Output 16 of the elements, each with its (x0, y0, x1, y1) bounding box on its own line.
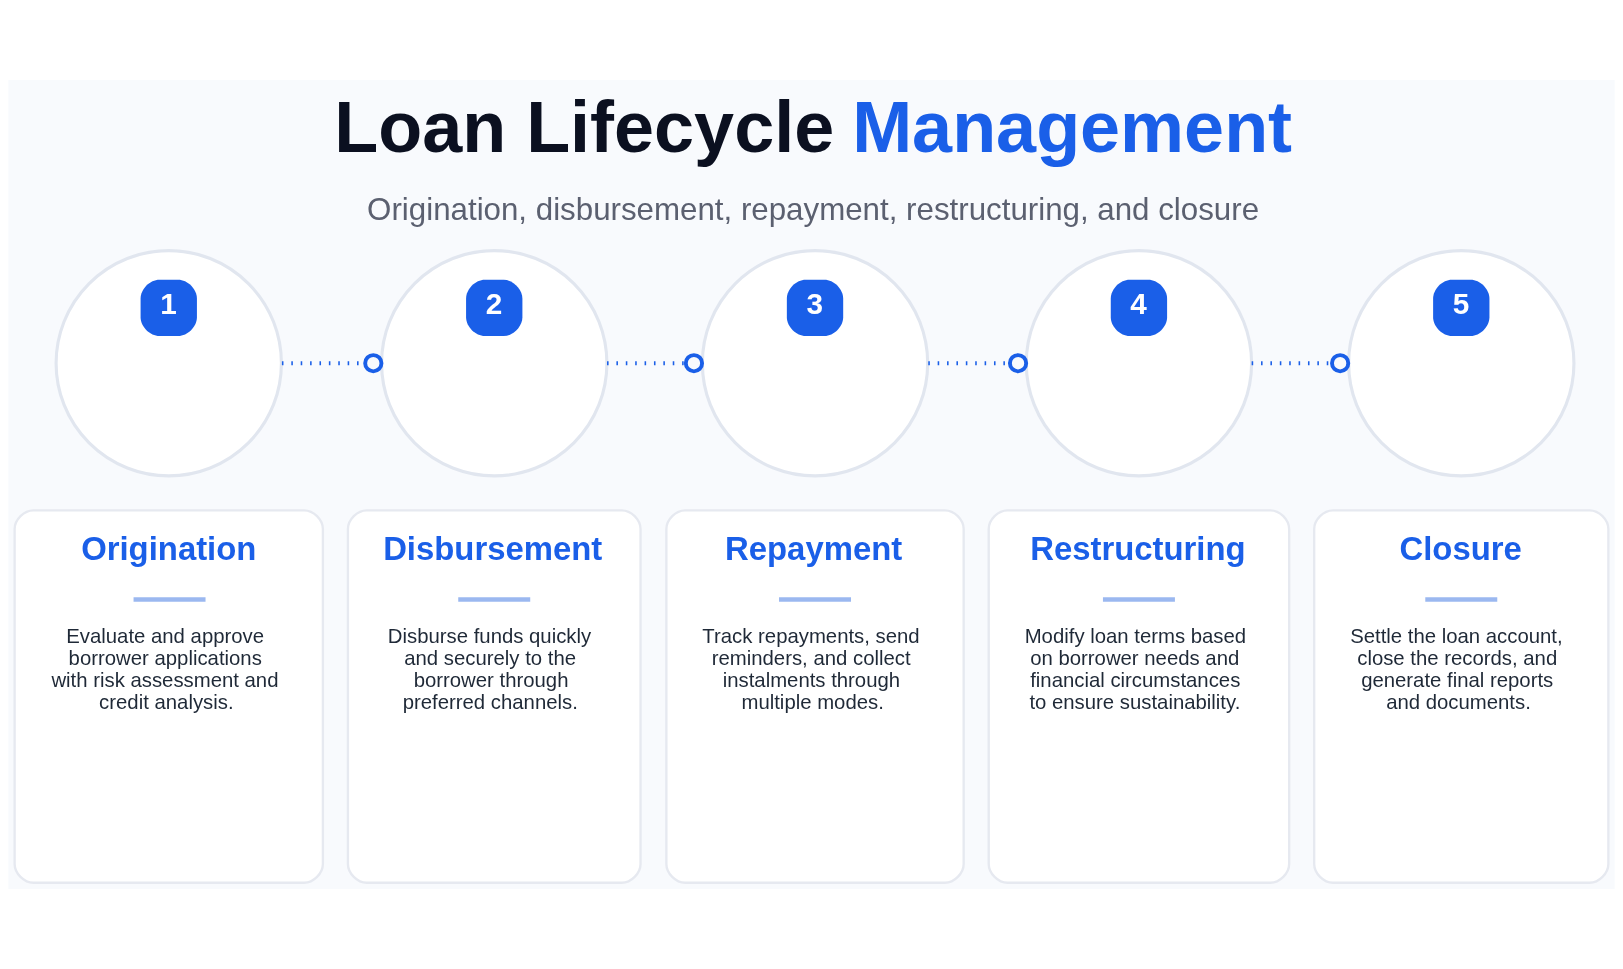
node-circle: 3 (700, 249, 930, 478)
node-box: Restructuring Modify loan terms based on borrower needs and financial circumstances to ensure sustainability. (987, 509, 1291, 884)
connector (928, 353, 1029, 374)
diagram-title: Loan Lifecycle Management (334, 87, 1293, 168)
caption: Origination, disbursement, repayment, restructuring, and closure (367, 192, 1260, 228)
connector (607, 353, 705, 374)
node-box: Repayment Track repayments, send reminders, and collect instalments through multiple modes. (665, 509, 965, 884)
node-circle: 1 (54, 249, 283, 478)
node-circle: 5 (1347, 249, 1576, 478)
node-circle: 4 (1024, 249, 1254, 478)
node-box: Disbursement Disburse funds quickly and securely to the borrower through preferred channels. (346, 509, 642, 884)
connector (281, 353, 384, 374)
node-box: Origination Evaluate and approve borrower applications with risk assessment and credit analysis. (13, 509, 325, 884)
node-circle: 2 (380, 249, 609, 478)
node-box: Closure Settle the loan account, close the records, and generate final reports and documents. (1313, 509, 1610, 884)
connector (1251, 353, 1351, 374)
